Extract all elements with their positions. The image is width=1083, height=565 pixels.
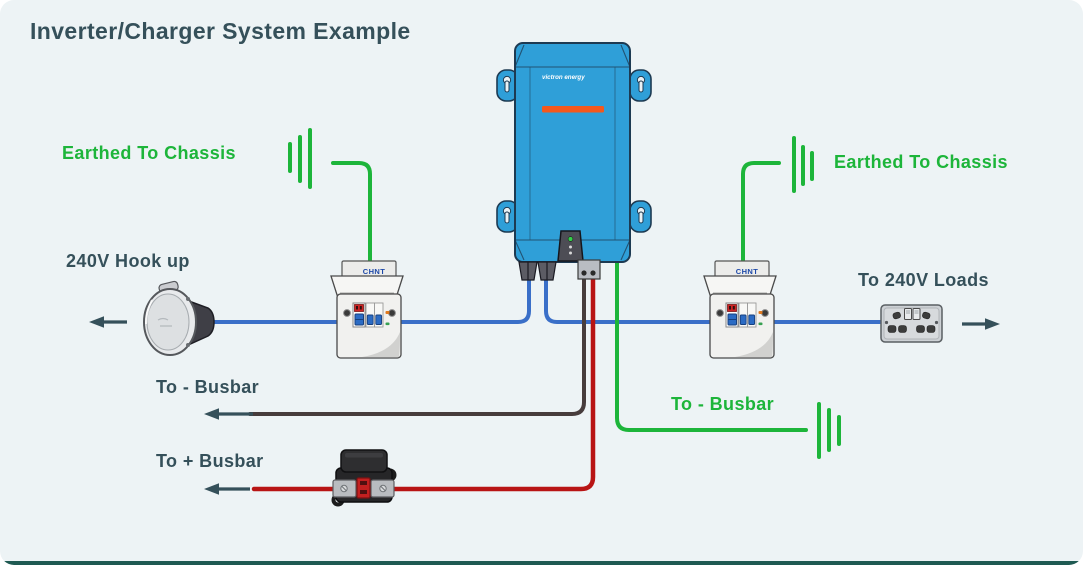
hookup-inlet (143, 280, 215, 356)
indicator-orange-icon (758, 311, 763, 314)
indicator-orange-icon (385, 311, 390, 314)
breaker-brand-label: CHNT (363, 267, 385, 276)
breaker-unit-left: CHNT (330, 260, 404, 359)
neg-busbar-label: To - Busbar (156, 377, 260, 397)
ac-in-wire (206, 260, 531, 324)
earth-wire-left (331, 161, 372, 266)
inverter-brand-label: victron energy (542, 74, 585, 81)
dc-terminal-block (577, 259, 601, 280)
control-panel (557, 230, 584, 262)
indicator-green-icon (758, 322, 763, 326)
screw-icon (186, 343, 190, 347)
screw-icon (884, 320, 889, 325)
inverter-body (514, 42, 631, 263)
status-led-icon (567, 236, 574, 242)
screw-icon (716, 309, 724, 317)
inline-fuse-holder (331, 449, 397, 507)
negative-wire (248, 268, 586, 416)
screw-icon (934, 320, 939, 325)
earthed-to-chassis-right-label: Earthed To Chassis (834, 152, 1008, 172)
screw-icon (186, 297, 190, 301)
accent-stripe (542, 106, 604, 113)
neg-busbar-arrow-icon (204, 408, 253, 420)
breaker-brand-label: CHNT (736, 267, 758, 276)
neg-busbar-chassis-label: To - Busbar (671, 394, 775, 414)
pos-busbar-label: To + Busbar (156, 451, 264, 471)
ac-out-wire (544, 260, 888, 324)
loads-arrow-right-icon (962, 318, 1000, 330)
indicator-green-icon (385, 322, 390, 326)
socket-pin-holes (887, 311, 936, 333)
rcd-main-switch (725, 302, 739, 328)
socket-switches (904, 308, 921, 320)
inverter-seams (514, 44, 631, 261)
fuse-terminals (332, 479, 395, 498)
earth-wire-bottom (615, 254, 808, 432)
double-socket (880, 304, 943, 343)
positive-wire (251, 267, 596, 492)
mcb-breakers (365, 302, 384, 328)
ac-cable-glands (518, 261, 557, 281)
chassis-symbol-right-icon (792, 136, 814, 193)
loads-label: To 240V Loads (858, 270, 989, 290)
chassis-symbol-bottom-icon (817, 402, 841, 459)
inverter-charger-unit: victron energy (496, 42, 652, 281)
mcb-breakers (738, 302, 757, 328)
page-title: Inverter/Charger System Example (30, 18, 411, 44)
pos-busbar-arrow-icon (204, 483, 250, 495)
keyhole-slots-icon (502, 75, 646, 224)
earth-wire-right (741, 161, 781, 266)
hookup-label: 240V Hook up (66, 251, 190, 271)
bottom-accent-bar (0, 561, 1083, 565)
rcd-main-switch (352, 302, 366, 328)
chassis-symbol-left-icon (288, 128, 312, 189)
screw-icon (388, 309, 396, 317)
screw-icon (343, 309, 351, 317)
screw-icon (761, 309, 769, 317)
earthed-to-chassis-left-label: Earthed To Chassis (62, 143, 236, 163)
breaker-unit-right: CHNT (703, 260, 777, 359)
hookup-arrow-left-icon (89, 316, 127, 328)
